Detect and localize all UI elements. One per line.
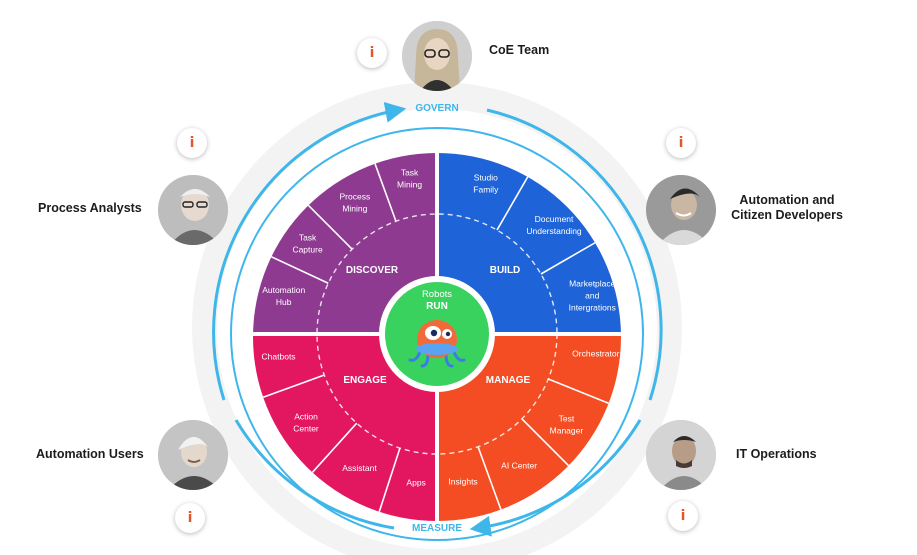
developers-avatar <box>646 175 716 245</box>
it-operations-avatar <box>646 420 716 490</box>
dashed-inner-ring <box>316 213 558 455</box>
it-operations-info-icon[interactable]: i <box>668 501 698 531</box>
developers-info-icon[interactable]: i <box>666 128 696 158</box>
engage-title: ENGAGE <box>343 375 387 386</box>
it-operations-label: IT Operations <box>736 447 817 461</box>
build-item-divider <box>496 167 534 231</box>
manage-title: MANAGE <box>486 375 531 386</box>
engage-item-divider <box>376 447 401 517</box>
discover-item-divider <box>262 252 329 285</box>
engage-item-label: Assistant <box>342 463 377 473</box>
manage-item-divider <box>547 378 616 407</box>
manage-item-label: Orchestrator <box>572 348 619 358</box>
measure-cycle-arrow-right <box>469 419 642 537</box>
process-analysts-info-icon[interactable]: i <box>177 128 207 158</box>
engage-item-divider <box>256 374 325 401</box>
process-analysts-avatar <box>158 175 228 245</box>
coe-team-label: CoE Team <box>489 43 550 57</box>
engage-item-divider <box>307 422 358 478</box>
automation-users-info-icon[interactable]: i <box>175 503 205 533</box>
manage-item-label: AI Center <box>501 460 537 470</box>
discover-title: DISCOVER <box>346 265 399 276</box>
build-item-divider <box>540 237 604 275</box>
govern-cycle-arrow-right <box>486 108 663 401</box>
manage-item-divider <box>477 446 504 515</box>
process-analysts-label: Process Analysts <box>38 201 142 215</box>
manage-item-divider <box>521 418 574 471</box>
discover-item-divider <box>300 197 353 250</box>
center-robots-label: Robots <box>422 289 452 300</box>
engage-item-label: Apps <box>406 478 425 488</box>
build-title: BUILD <box>490 265 521 276</box>
govern-cycle-arrow-left <box>212 102 407 401</box>
automation-users-label: Automation Users <box>36 447 144 461</box>
discover-item-divider <box>370 153 397 222</box>
automation-users-avatar <box>158 420 228 490</box>
measure-label: MEASURE <box>412 523 462 534</box>
manage-item-label: Insights <box>448 477 477 487</box>
engage-item-label: Chatbots <box>262 351 296 361</box>
center-run-label: RUN <box>426 301 448 312</box>
robot-mascot-icon <box>408 320 466 368</box>
govern-label: GOVERN <box>415 103 458 114</box>
coe-team-avatar <box>402 21 472 91</box>
developers-label: Automation and Citizen Developers <box>731 193 843 222</box>
coe-info-icon[interactable]: i <box>357 38 387 68</box>
inner-cycle-ring <box>230 127 644 541</box>
